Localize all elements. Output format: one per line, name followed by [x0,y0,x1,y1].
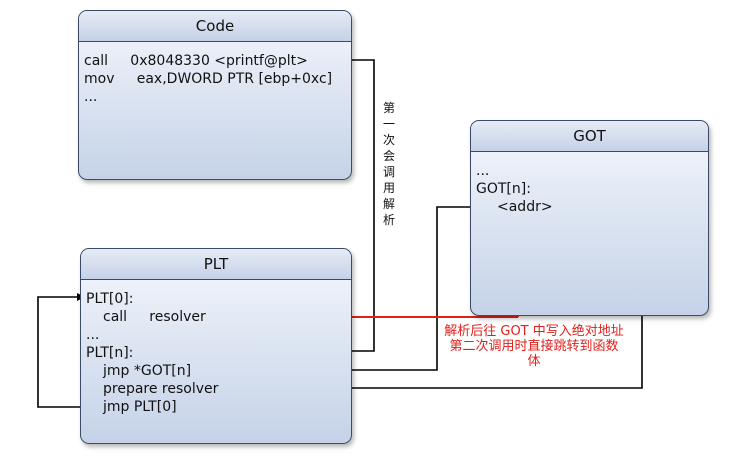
code-title: Code [79,11,351,42]
got-box: GOT ... GOT[n]: <addr> [470,120,709,316]
got-line-addr: <addr> [497,199,553,215]
first-call-label: 第一次会调用解析 [382,101,395,227]
got-line-ellipsis: ... [476,163,490,179]
plt-line-ellipsis: ... [86,327,100,343]
second-call-label: 第二次调用时直接跳转到函数体 [449,339,619,369]
plt-line-call-resolver: call resolver [103,309,206,325]
plt-line-jmp-got: jmp *GOT[n] [103,363,192,379]
code-box: Code call 0x8048330 <printf@plt> mov eax… [78,10,352,180]
after-resolve-label: 解析后往 GOT 中写入绝对地址 [444,324,624,339]
code-line-ellipsis: ... [84,89,98,105]
plt-line-pltn: PLT[n]: [86,345,134,361]
plt-line-prepare-resolver: prepare resolver [103,381,219,397]
got-title: GOT [471,121,708,152]
plt-line-plt0: PLT[0]: [86,291,134,307]
plt-box: PLT PLT[0]: call resolver ... PLT[n]: jm… [80,248,352,444]
got-line-gotn: GOT[n]: [476,181,531,197]
red-annotation: 解析后往 GOT 中写入绝对地址 第二次调用时直接跳转到函数体 [444,324,624,369]
plt0-loop-arrow [37,293,105,408]
code-line-mov: mov eax,DWORD PTR [ebp+0xc] [84,71,333,87]
code-line-call: call 0x8048330 <printf@plt> [84,53,308,69]
plt-line-jmp-plt0: jmp PLT[0] [103,399,177,415]
plt-title: PLT [81,249,351,280]
